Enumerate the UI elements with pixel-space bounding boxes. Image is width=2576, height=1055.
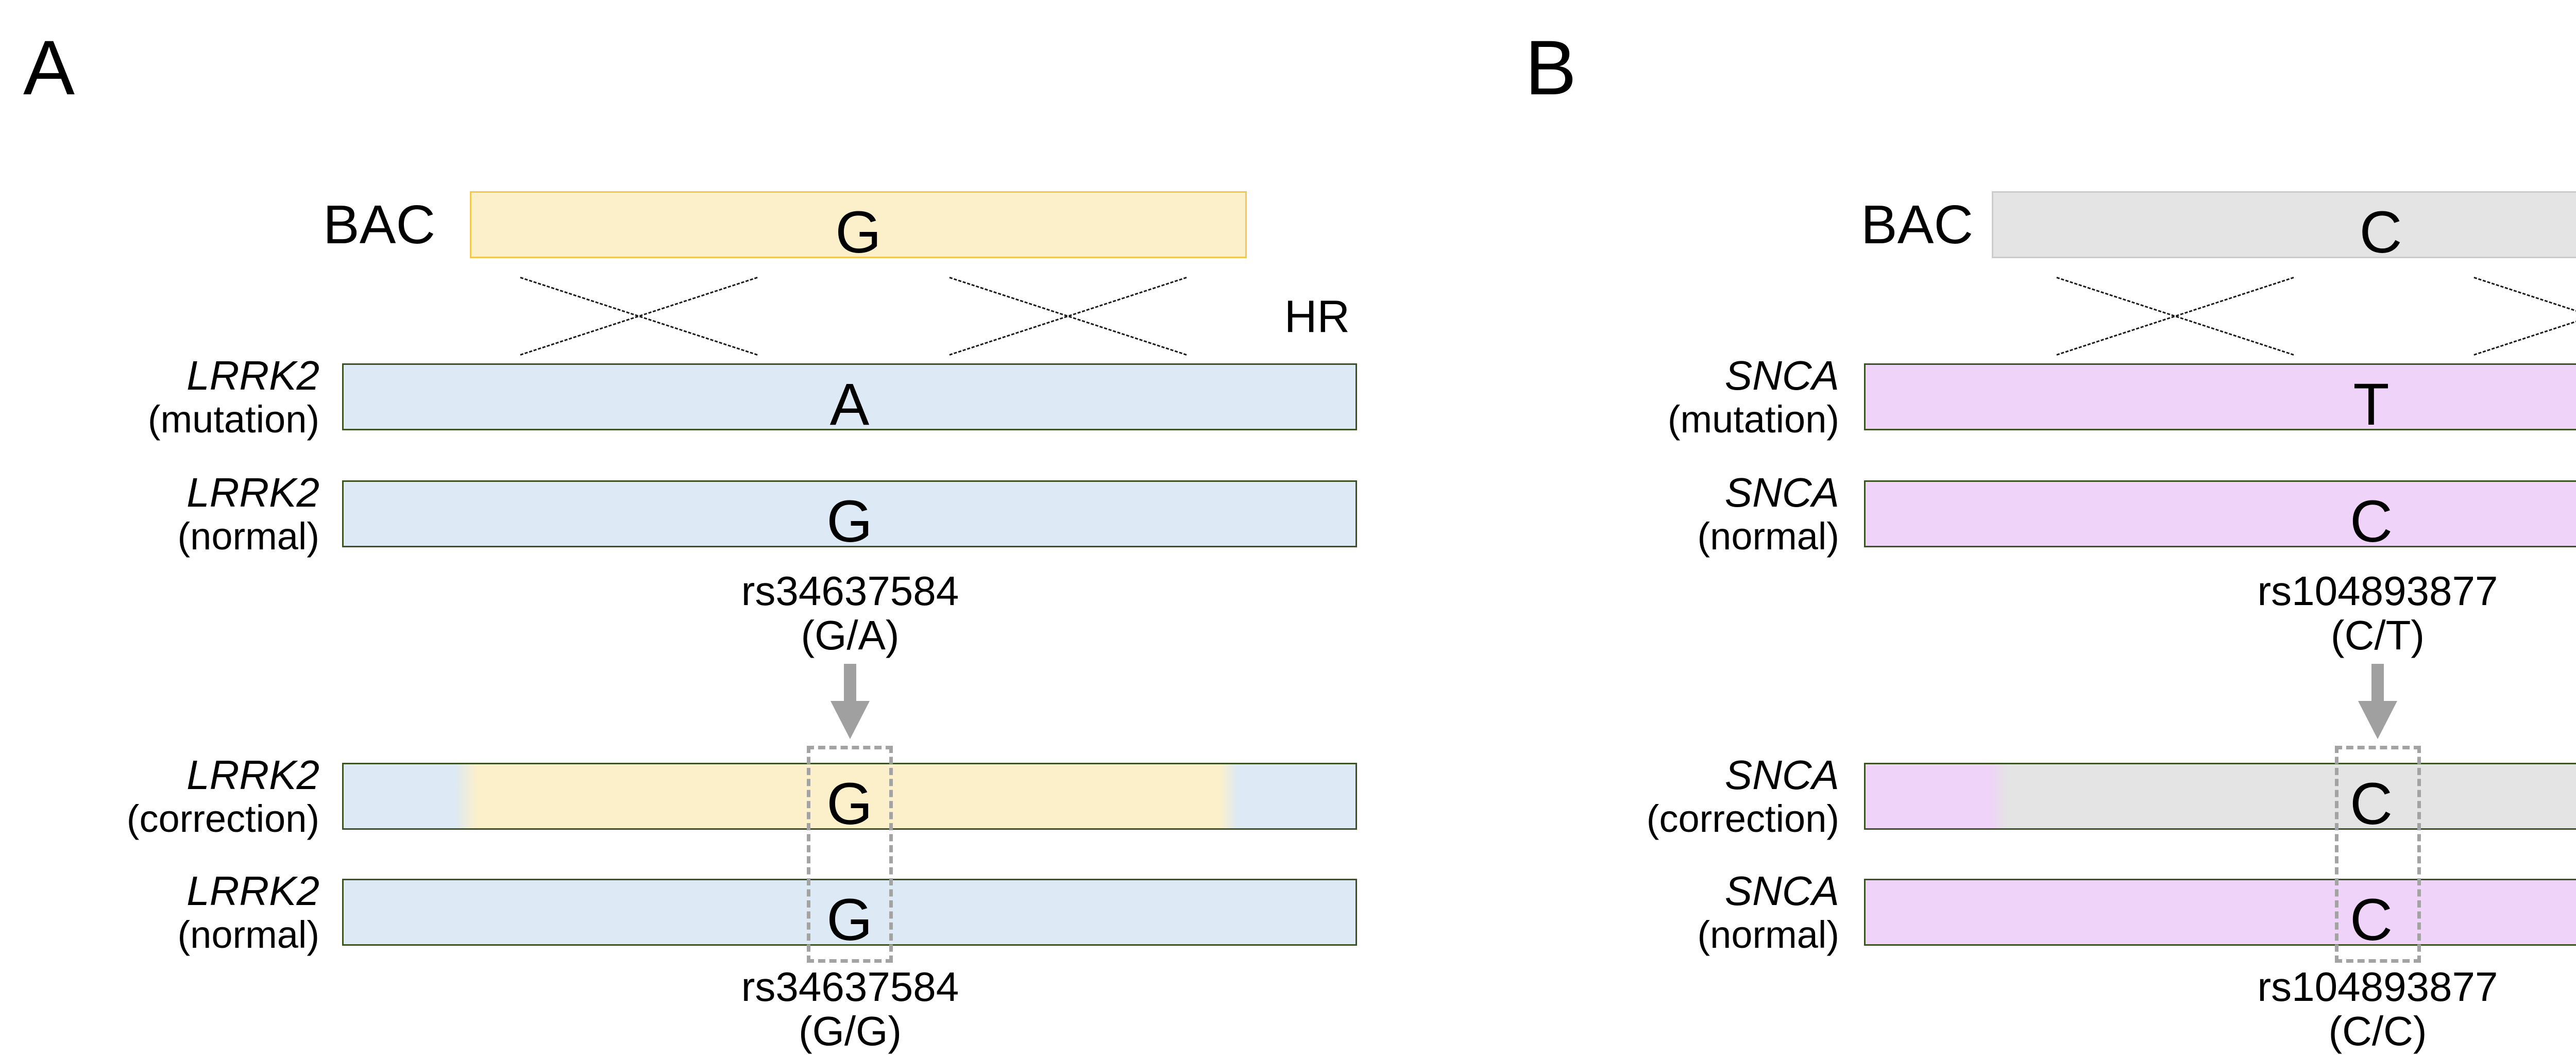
gene-state: (correction) [126,797,319,840]
bac-label: BAC [1861,194,1973,255]
bac-allele: C [2359,199,2402,265]
gene-state: (normal) [177,515,319,558]
bar-allele: A [829,371,870,438]
gene-row-label: LRRK2 (mutation) [62,345,319,448]
crossover-x-icon [2473,277,2576,356]
snp-highlight-box [807,746,893,963]
bar-allele: G [826,488,873,555]
arrow-head [831,701,870,739]
gene-name: LRRK2 [187,470,319,515]
gene-row-label: LRRK2 (normal) [62,861,319,964]
gene-bar-normal: G [342,480,1357,551]
bar-allele: C [2349,488,2393,555]
gene-bar-normal: C [1864,480,2576,551]
bac-bar: C [1992,191,2576,262]
gene-name: SNCA [1724,353,1839,398]
crossover-x-icon [2056,277,2294,356]
gene-row-label: LRRK2 (normal) [62,462,319,565]
snp-highlight-box [2335,746,2421,963]
crossover-line [2473,277,2576,356]
arrow-shaft [844,664,856,701]
snp-genotype: (C/C) [2328,1008,2427,1054]
gene-row-label: SNCA (normal) [1582,861,1839,964]
snp-id: rs34637584 [741,568,959,614]
gene-name: LRRK2 [187,868,319,914]
gene-row-label: SNCA (mutation) [1582,345,1839,448]
snp-genotype: (G/A) [801,612,900,658]
arrow-shaft [2371,664,2384,701]
gene-bar-correction: G [342,763,1357,833]
gene-state: (correction) [1646,797,1839,840]
gene-state: (mutation) [147,398,319,441]
snp-id: rs34637584 [741,964,959,1010]
bar-allele: T [2353,371,2389,438]
snp-label-top: rs34637584 (G/A) [541,569,1159,658]
gene-state: (normal) [1697,913,1839,956]
gene-bar-mutation: T [1864,363,2576,434]
bac-allele: G [835,199,882,265]
bac-label: BAC [323,194,435,255]
arrow-head [2358,701,2397,739]
gene-name: LRRK2 [187,752,319,798]
bar-allele: G [826,771,873,837]
snp-label-bottom: rs104893877 (C/C) [2069,965,2576,1053]
snp-id: rs104893877 [2257,568,2498,614]
gene-row-label: SNCA (correction) [1582,745,1839,848]
snp-label-bottom: rs34637584 (G/G) [541,965,1159,1053]
panel-a-label: A [23,24,75,111]
gene-bar-mutation: A [342,363,1357,434]
panel-b-label: B [1525,24,1577,111]
snp-label-top: rs104893877 (C/T) [2069,569,2576,658]
gene-state: (normal) [1697,515,1839,558]
gene-state: (normal) [177,913,319,956]
bac-bar: G [470,191,1247,262]
crossover-line [2473,277,2576,356]
crossover-x-icon [949,277,1187,356]
gene-bar-normal: G [342,879,1357,949]
snp-genotype: (G/G) [799,1008,902,1054]
gene-row-label: SNCA (normal) [1582,462,1839,565]
bar-allele: C [2349,886,2393,953]
down-arrow-icon [831,664,870,739]
crossover-x-icon [520,277,758,356]
snp-genotype: (C/T) [2330,612,2425,658]
down-arrow-icon [2358,664,2397,739]
snp-id: rs104893877 [2257,964,2498,1010]
gene-name: SNCA [1724,752,1839,798]
gene-name: SNCA [1724,868,1839,914]
bar-allele: G [826,886,873,953]
gene-state: (mutation) [1667,398,1839,441]
gene-name: SNCA [1724,470,1839,515]
gene-row-label: LRRK2 (correction) [62,745,319,848]
gene-name: LRRK2 [187,353,319,398]
hr-label: HR [1284,290,1350,342]
bar-allele: C [2349,771,2393,837]
gene-bar-correction: C [1864,763,2576,833]
gene-bar-normal: C [1864,879,2576,949]
